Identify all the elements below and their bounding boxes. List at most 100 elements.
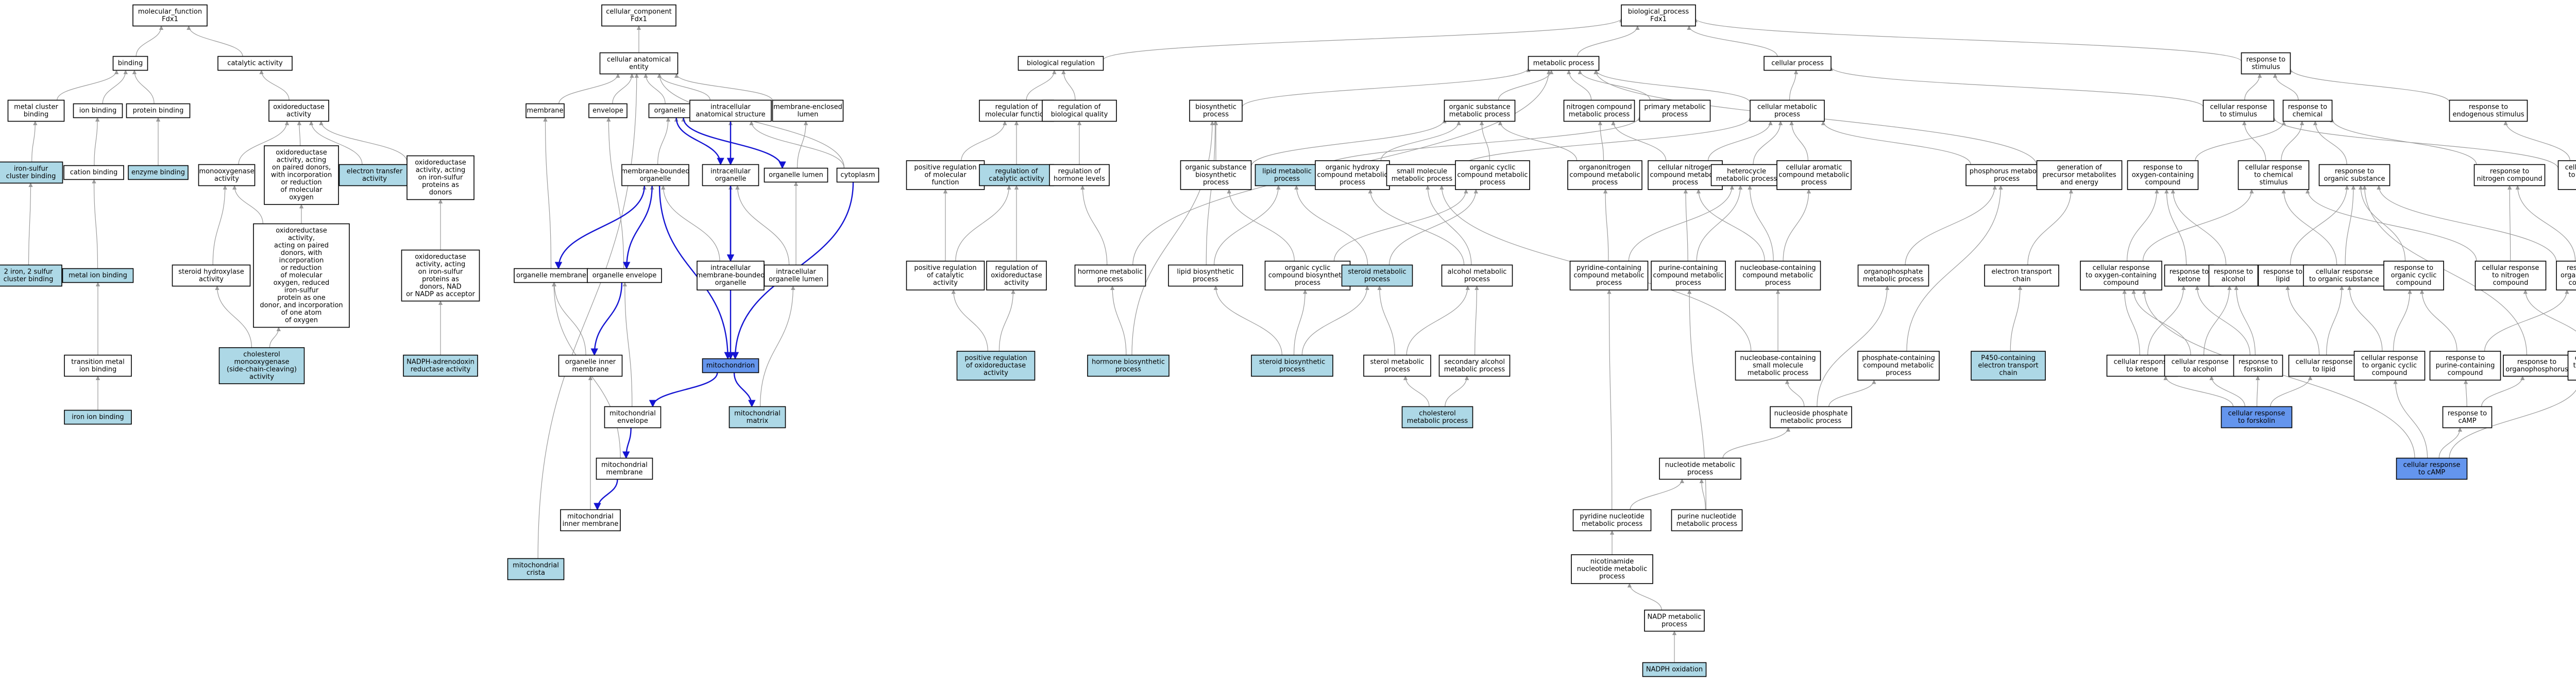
go-term-node-catact[interactable]: catalytic activity [217,56,293,71]
go-term-node-bioreg[interactable]: biological regulation [1018,56,1104,71]
go-term-node-cellproc[interactable]: cellular process [1764,56,1832,71]
go-term-node-orglumen[interactable]: organelle lumen [764,167,828,183]
go-term-node-envelope[interactable]: envelope [588,103,628,118]
go-term-node-enzb[interactable]: enzyme binding [128,165,189,180]
go-term-node-binding[interactable]: binding [112,56,148,71]
go-term-node-nadphox[interactable]: NADPH oxidation [1642,662,1707,677]
go-term-node-cholmono[interactable]: cholesterolmonooxygenase(side-chain-clea… [218,347,305,384]
go-term-node-cationb[interactable]: cation binding [63,165,124,180]
go-term-node-cytoplasm[interactable]: cytoplasm [836,167,879,183]
go-term-node-metproc[interactable]: metabolic process [1528,56,1600,71]
go-term-node-metalionb[interactable]: metal ion binding [62,268,134,283]
go-term-node-protb[interactable]: protein binding [126,103,191,118]
go-term-node-mito[interactable]: mitochondrion [702,358,759,373]
go-term-node-organelle[interactable]: organelle [648,103,691,118]
go-term-node-membrane[interactable]: membrane [526,103,565,118]
go-term-node-ionb[interactable]: ion binding [73,103,123,118]
